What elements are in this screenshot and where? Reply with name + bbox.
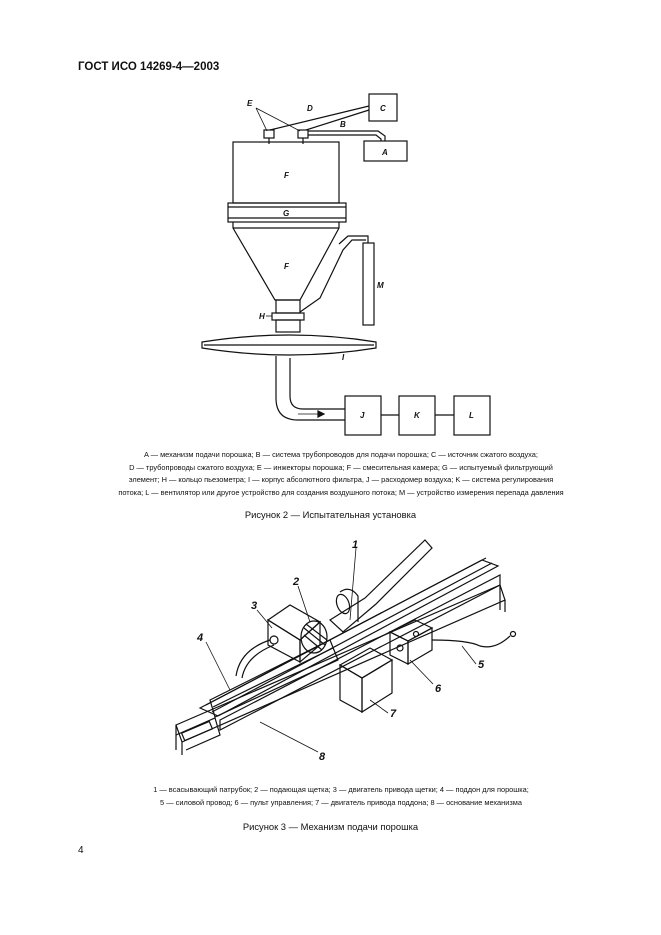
label-c: C	[380, 104, 386, 113]
label-d: D	[307, 104, 313, 113]
label-f-top: F	[284, 171, 290, 180]
label-6: 6	[435, 683, 442, 695]
label-b: B	[340, 120, 346, 129]
label-5: 5	[478, 659, 485, 671]
page-number: 4	[78, 845, 84, 856]
absolute-filter-housing	[201, 334, 377, 356]
legend-line: A — механизм подачи порошка; B — система…	[144, 450, 538, 459]
figure-2-test-rig: E D C B A F G F M H I J K L	[201, 93, 491, 436]
label-a: A	[381, 148, 388, 157]
legend-line: 1 — всасывающий патрубок; 2 — подающая щ…	[153, 785, 529, 794]
label-g: G	[283, 209, 289, 218]
legend-line: потока; L — вентилятор или другое устрой…	[118, 487, 564, 497]
label-1: 1	[352, 539, 358, 551]
label-h: H	[259, 312, 265, 321]
figure-3-caption: Рисунок 3 — Механизм подачи порошка	[242, 821, 419, 832]
label-j: J	[360, 411, 365, 420]
figure-2-legend: A — механизм подачи порошка; B — система…	[78, 449, 604, 499]
label-k: K	[414, 411, 421, 420]
label-e: E	[247, 99, 253, 108]
legend-line: D — трубопроводы сжатого воздуха; E — ин…	[129, 462, 553, 472]
label-f-bottom: F	[284, 262, 290, 271]
label-l: L	[469, 411, 474, 420]
feed-brush	[300, 620, 328, 654]
suction-nozzle	[329, 539, 433, 633]
figure-2-caption: Рисунок 2 — Испытательная установка	[244, 509, 417, 520]
label-7: 7	[390, 708, 397, 720]
power-cable	[431, 635, 511, 648]
legend-line: элемент; H — кольцо пьезометра; I — корп…	[128, 475, 554, 485]
legend-line: 5 — силовой провод; 6 — пульт управления…	[160, 797, 522, 807]
figure-3-powder-feeder: 1 2 3 4 5 6 7 8	[175, 539, 517, 763]
label-4: 4	[196, 632, 203, 644]
label-i: I	[342, 353, 345, 362]
label-m: M	[377, 281, 384, 290]
label-2: 2	[292, 576, 299, 588]
powder-tray	[209, 639, 339, 718]
box-c	[368, 93, 398, 122]
label-3: 3	[251, 600, 257, 612]
label-8: 8	[319, 751, 326, 763]
filter-element	[227, 202, 347, 223]
figure-3-legend: 1 — всасывающий патрубок; 2 — подающая щ…	[78, 784, 604, 809]
document-header: ГОСТ ИСО 14269-4—2003	[78, 61, 220, 73]
